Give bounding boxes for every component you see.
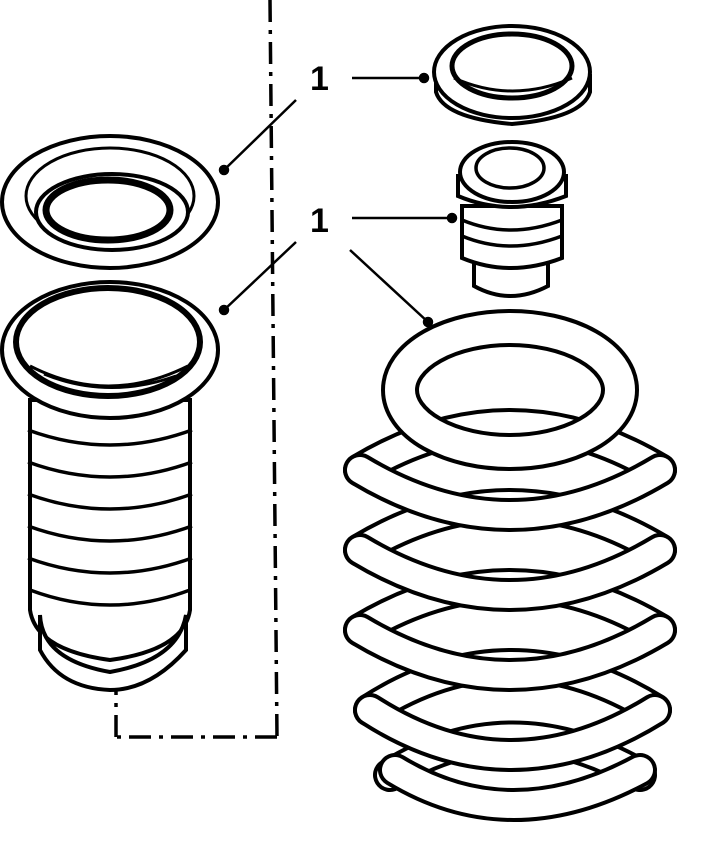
assembly-centerline xyxy=(114,0,279,739)
leader-lines xyxy=(218,72,458,328)
upper-spring-seat-right xyxy=(432,24,592,127)
callout-label-lower: 1 xyxy=(310,202,329,240)
bump-stop xyxy=(456,140,568,298)
protective-boot-left xyxy=(0,280,220,693)
callout-label-upper: 1 xyxy=(310,60,329,98)
upper-spring-seat-left xyxy=(0,134,220,270)
coil-spring xyxy=(343,309,677,822)
